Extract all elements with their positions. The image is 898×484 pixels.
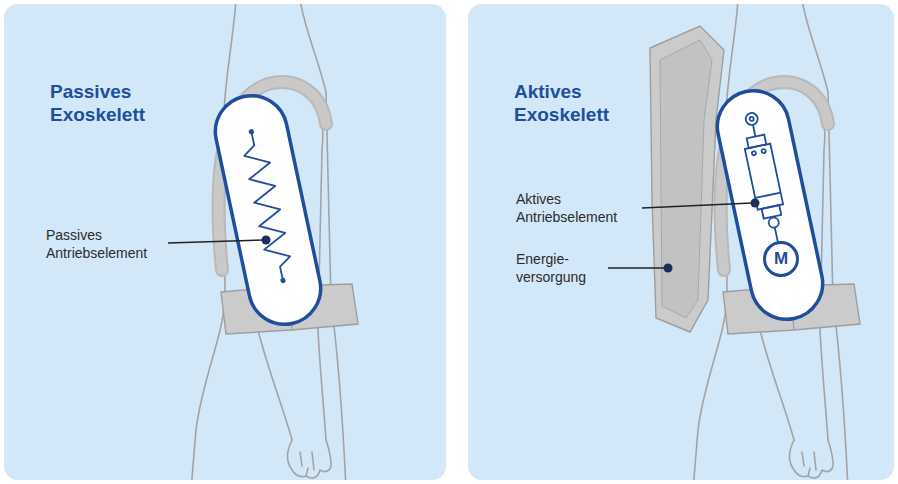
motor-circle: M [763,241,799,277]
panel-heading: Passives Exoskelett [50,80,180,126]
panel-heading: Aktives Exoskelett [514,80,644,126]
part-label: Aktives Antriebselement [516,190,641,226]
passive-figure [168,4,358,480]
part-label: Energie- versorgung [516,250,606,286]
part-label: Passives Antriebselement [46,226,171,262]
motor-symbol-text: M [774,249,788,269]
active-figure [608,4,860,480]
